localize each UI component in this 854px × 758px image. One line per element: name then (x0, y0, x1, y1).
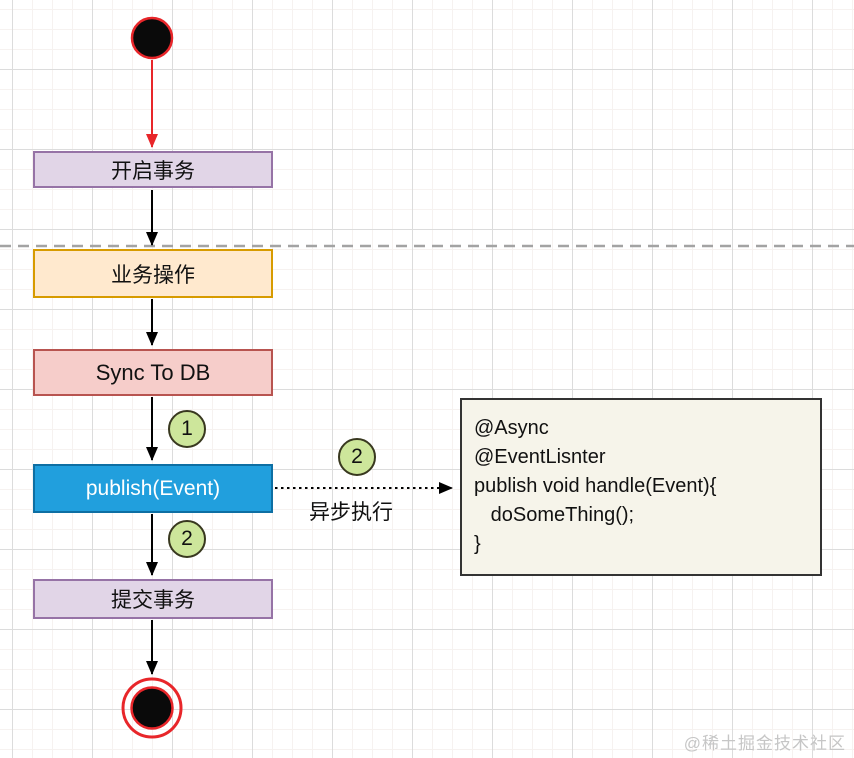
activity-business-operation-label: 业务操作 (111, 263, 195, 287)
code-line-async-annotation: @Async (474, 417, 549, 439)
step-badge-2-async-number: 2 (351, 445, 363, 468)
code-line-dosomething: doSomeThing(); (474, 504, 635, 526)
activity-publish-event-label: publish(Event) (85, 476, 221, 500)
step-badge-2-number: 2 (181, 527, 193, 550)
start-node (130, 16, 174, 60)
code-line-handle-signature: publish void handle(Event){ (474, 475, 717, 497)
activity-open-transaction: 开启事务 (33, 151, 273, 188)
end-node-outer-ring (121, 677, 183, 739)
async-exec-edge-label: 异步执行 (309, 501, 393, 524)
activity-business-operation: 业务操作 (33, 249, 273, 298)
event-listener-code-note: @Async @EventLisnter publish void handle… (460, 398, 822, 576)
activity-commit-transaction: 提交事务 (33, 579, 273, 619)
activity-open-transaction-label: 开启事务 (111, 159, 195, 183)
activity-commit-transaction-label: 提交事务 (111, 589, 195, 612)
activity-sync-to-db-label: Sync To DB (95, 359, 211, 385)
end-node (130, 686, 174, 730)
juejin-watermark: @稀土掘金技术社区 (683, 734, 846, 753)
code-line-eventlistener-annotation: @EventLisnter (474, 446, 606, 468)
step-badge-2-async: 2 (338, 438, 376, 476)
activity-publish-event: publish(Event) (33, 464, 273, 513)
activity-sync-to-db: Sync To DB (33, 349, 273, 396)
code-line-closing-brace: } (474, 533, 481, 555)
step-badge-2: 2 (168, 520, 206, 558)
step-badge-1: 1 (168, 410, 206, 448)
step-badge-1-number: 1 (181, 417, 193, 440)
